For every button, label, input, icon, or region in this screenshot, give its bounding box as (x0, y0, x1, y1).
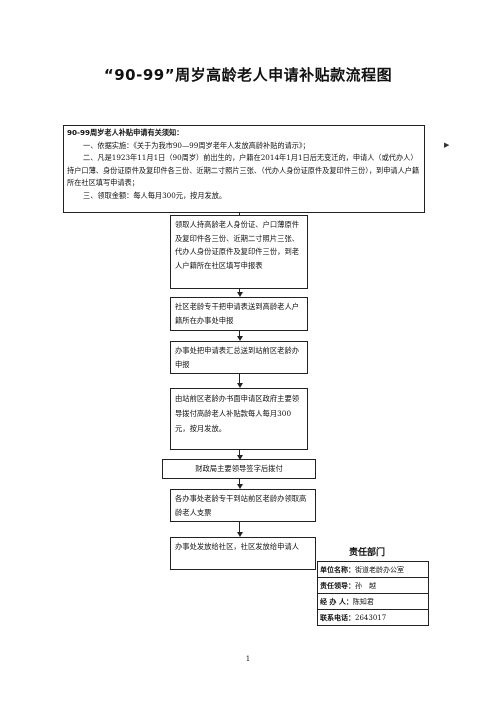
notice-item-3: 三、领取金额：每人每月300元，按月发放。 (83, 190, 227, 200)
connector-arrow-icon (237, 292, 243, 297)
notice-box: 90-99周岁老人补贴申请有关须知： 一、依据实施：《关于为我市90—99周岁老… (63, 125, 425, 213)
connector-line (239, 331, 240, 337)
connector-line (239, 450, 240, 456)
notice-item-1: 一、依据实施：《关于为我市90—99周岁老年人发放高龄补贴的请示》； (83, 140, 310, 150)
connector-arrow-icon (237, 383, 243, 388)
connector-arrow-icon (237, 336, 243, 341)
arrow-marker-icon: ▶ (444, 141, 450, 149)
row-key: 经 办 人： (320, 597, 353, 606)
connector-arrow-icon (237, 455, 243, 460)
connector-line (239, 289, 240, 293)
table-row: 联系电话：2643017 (317, 609, 429, 626)
row-key: 联系电话： (320, 613, 355, 622)
connector-line (239, 479, 240, 485)
responsibility-table: 单位名称：街道老龄办公室 责任领导：孙 越 经 办 人：陈知君 联系电话：264… (317, 561, 429, 626)
flow-step-6: 各办事处老龄专干到站前区老龄办领取高龄老人支票 (170, 489, 316, 522)
responsibility-title: 责任部门 (349, 548, 386, 558)
page-number: 1 (245, 655, 251, 663)
flow-step-4: 由站前区老龄办书面申请区政府主要领导拨付高龄老人补贴款每人每月300元，按月发放… (170, 388, 308, 450)
flow-step-1: 领取人持高龄老人身份证、户口薄原件及复印件各三份、近期二寸照片三张、代办人身份证… (170, 215, 308, 289)
row-key: 单位名称： (320, 565, 355, 574)
table-row: 责任领导：孙 越 (317, 577, 429, 594)
page-title: “90-99”周岁高龄老人申请补贴款流程图 (103, 66, 393, 84)
flow-step-3: 办事处把申请表汇总送到站前区老龄办申报 (170, 341, 308, 374)
connector-line (239, 213, 240, 215)
row-value: 陈知君 (352, 597, 374, 606)
connector-line (239, 522, 240, 533)
connector-arrow-icon (237, 484, 243, 489)
flow-step-7: 办事处发放给社区，社区发放给申请人 (170, 537, 316, 570)
notice-heading: 90-99周岁老人补贴申请有关须知： (67, 128, 184, 137)
flow-step-2: 社区老龄专干把申请表送到高龄老人户籍所在办事处申报 (170, 297, 308, 331)
row-value: 孙 越 (355, 581, 376, 590)
table-row: 单位名称：街道老龄办公室 (317, 561, 429, 578)
row-value: 街道老龄办公室 (355, 565, 404, 574)
row-value: 2643017 (355, 613, 387, 622)
notice-item-2: 二、凡是1923年11月1日（90周岁）前出生的，户籍在2014年1月1日后无变… (67, 153, 420, 188)
row-key: 责任领导： (320, 581, 355, 590)
flow-step-5: 财政局主要领导签字后拨付 (162, 459, 316, 479)
table-row: 经 办 人：陈知君 (317, 593, 429, 610)
connector-arrow-icon (237, 532, 243, 537)
connector-line (239, 374, 240, 384)
